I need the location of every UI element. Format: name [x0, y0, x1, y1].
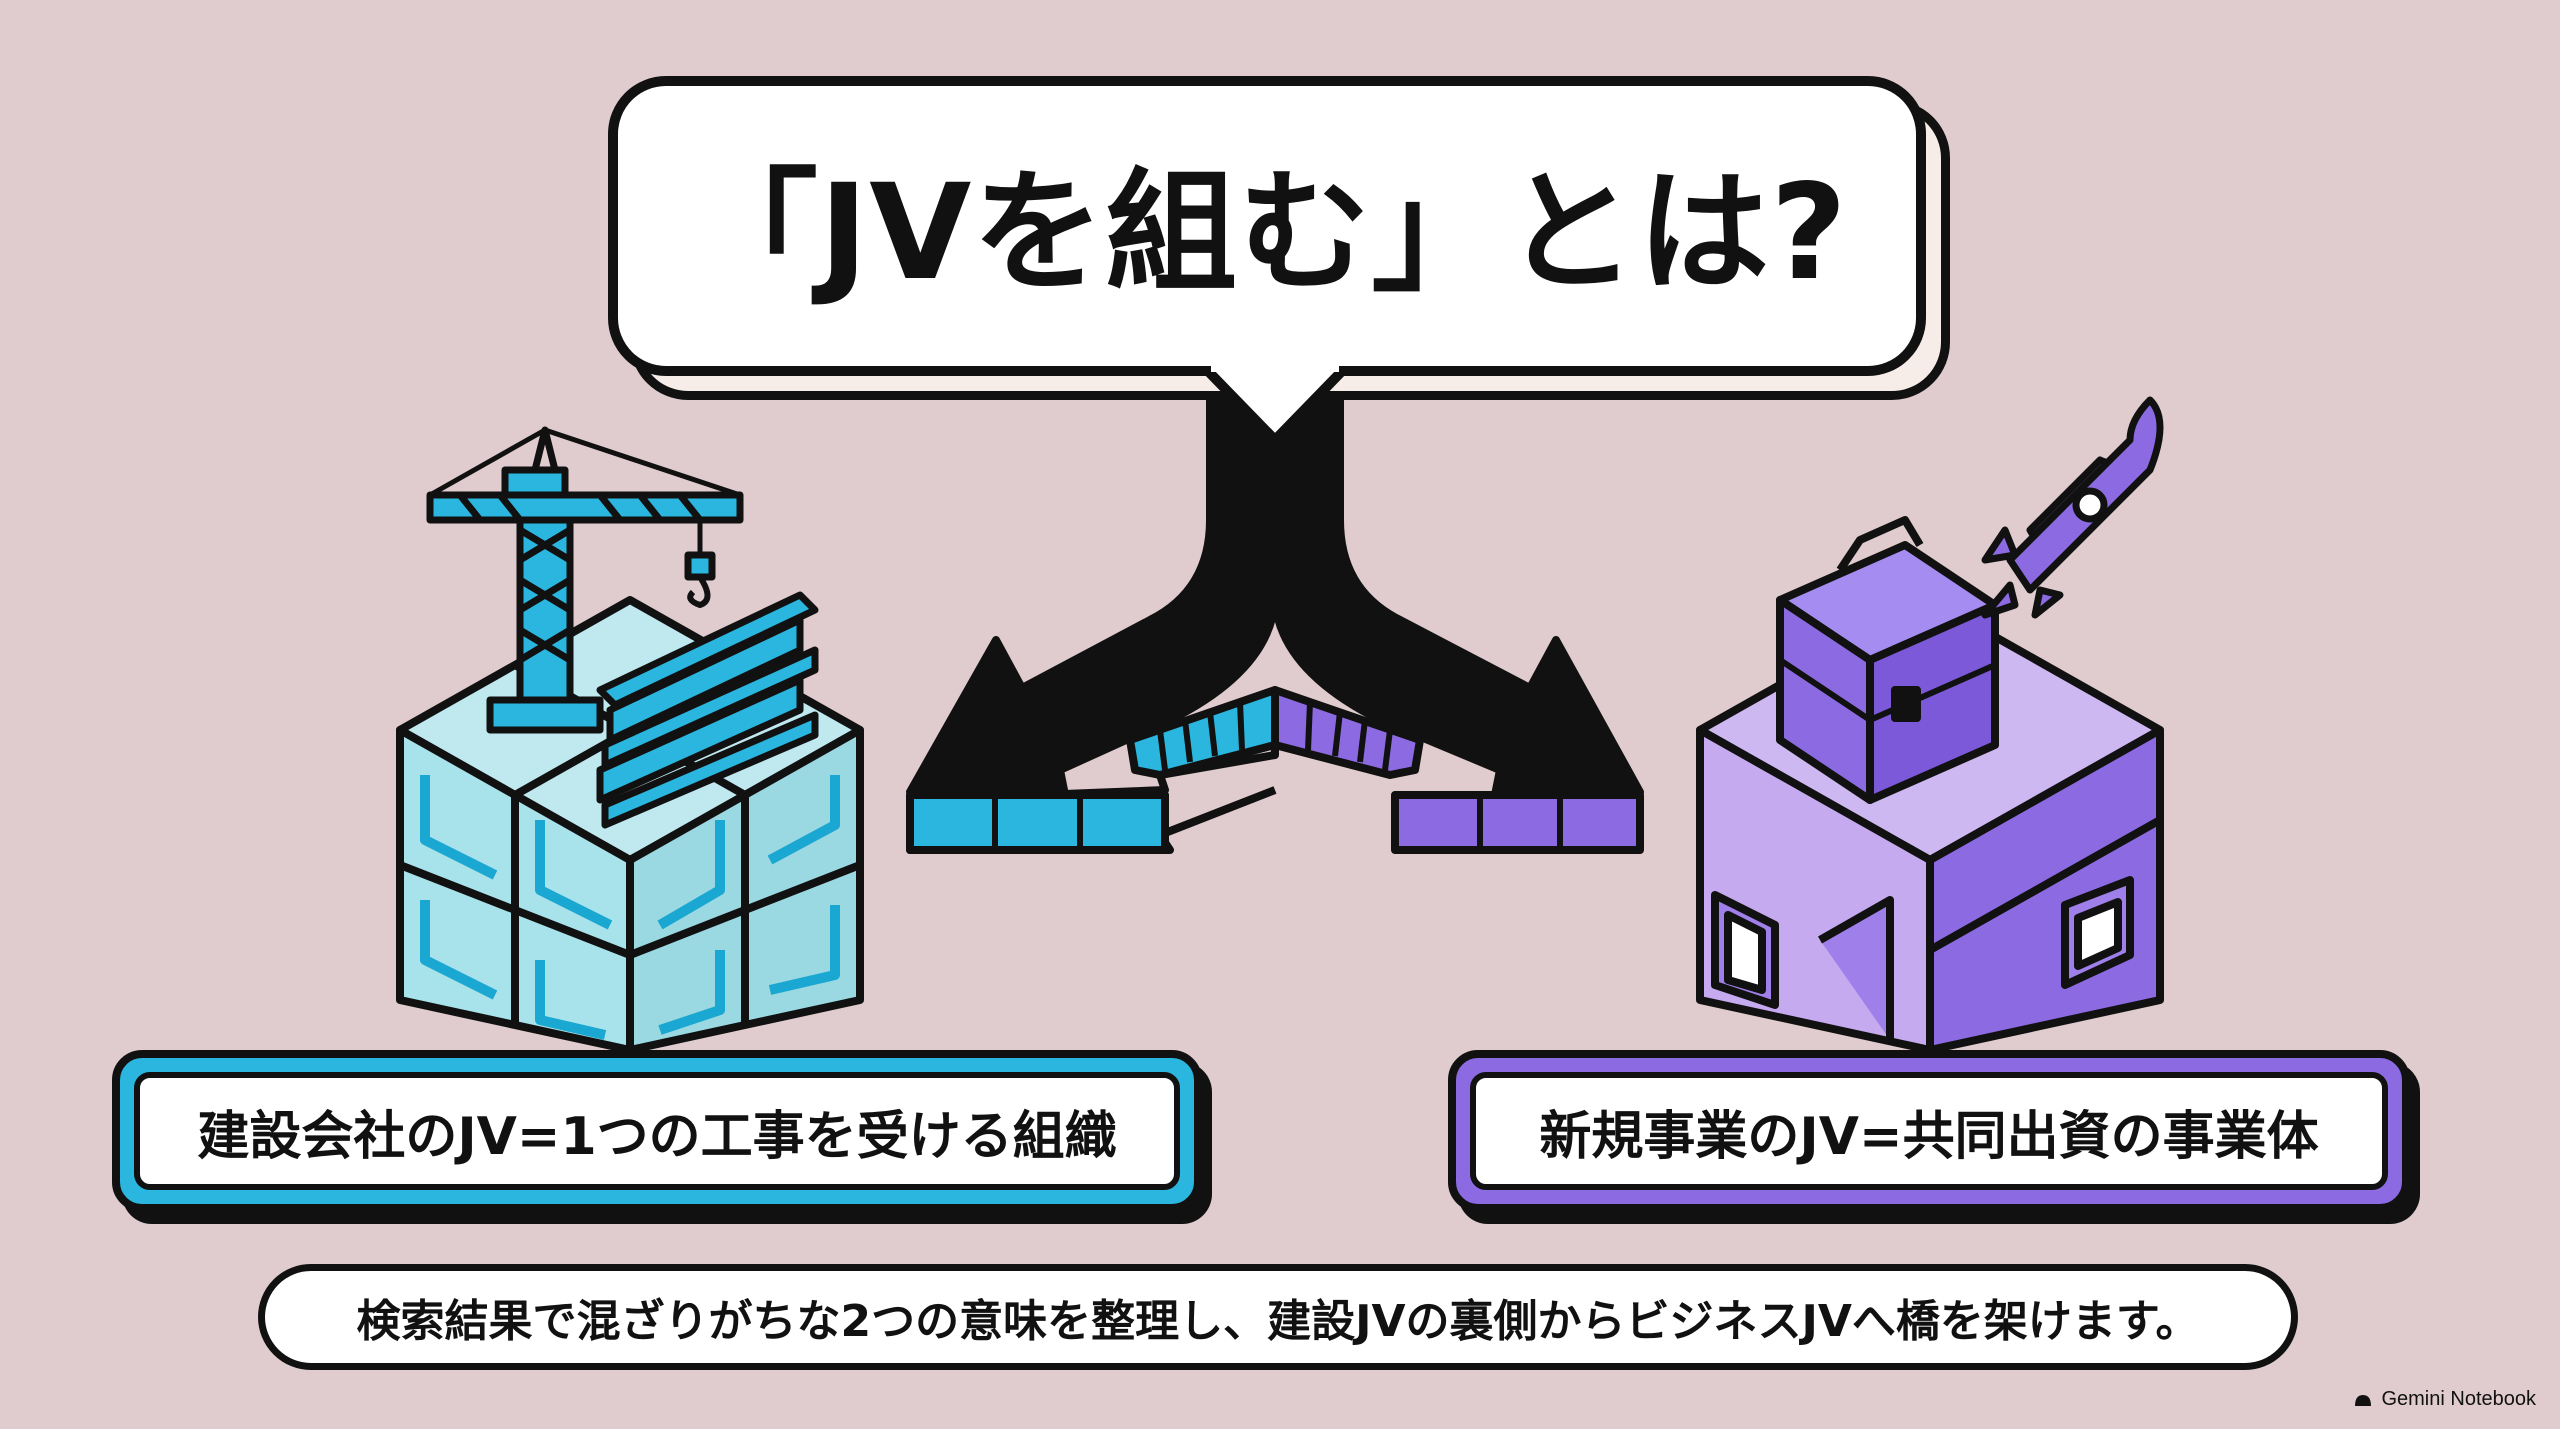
- page-title: 「JVを組む」とは?: [686, 155, 1848, 310]
- business-jv-text: 新規事業のJV=共同出資の事業体: [1539, 1106, 2319, 1167]
- bubble-tail: [1205, 366, 1345, 445]
- business-jv-label: 新規事業のJV=共同出資の事業体: [1448, 1050, 2410, 1212]
- briefcase-icon: [1776, 516, 1999, 804]
- title-bubble: 「JVを組む」とは?: [608, 76, 1926, 376]
- construction-jv-label: 建設会社のJV=1つの工事を受ける組織: [112, 1050, 1202, 1212]
- subtitle-text: 検索結果で混ざりがちな2つの意味を整理し、建設JVの裏側からビジネスJVへ橋を架…: [356, 1296, 2200, 1347]
- rocket-icon: [1981, 396, 2164, 619]
- subtitle-pill: 検索結果で混ざりがちな2つの意味を整理し、建設JVの裏側からビジネスJVへ橋を架…: [258, 1264, 2298, 1370]
- construction-jv-text: 建設会社のJV=1つの工事を受ける組織: [197, 1106, 1117, 1167]
- watermark-text: Gemini Notebook: [2381, 1388, 2536, 1410]
- watermark: Gemini Notebook: [2353, 1388, 2536, 1411]
- split-arrow-icon: [906, 396, 1644, 854]
- steel-beam-icon: [596, 591, 819, 829]
- gemini-logo-icon: [2355, 1394, 2372, 1406]
- crane-icon: [426, 426, 744, 734]
